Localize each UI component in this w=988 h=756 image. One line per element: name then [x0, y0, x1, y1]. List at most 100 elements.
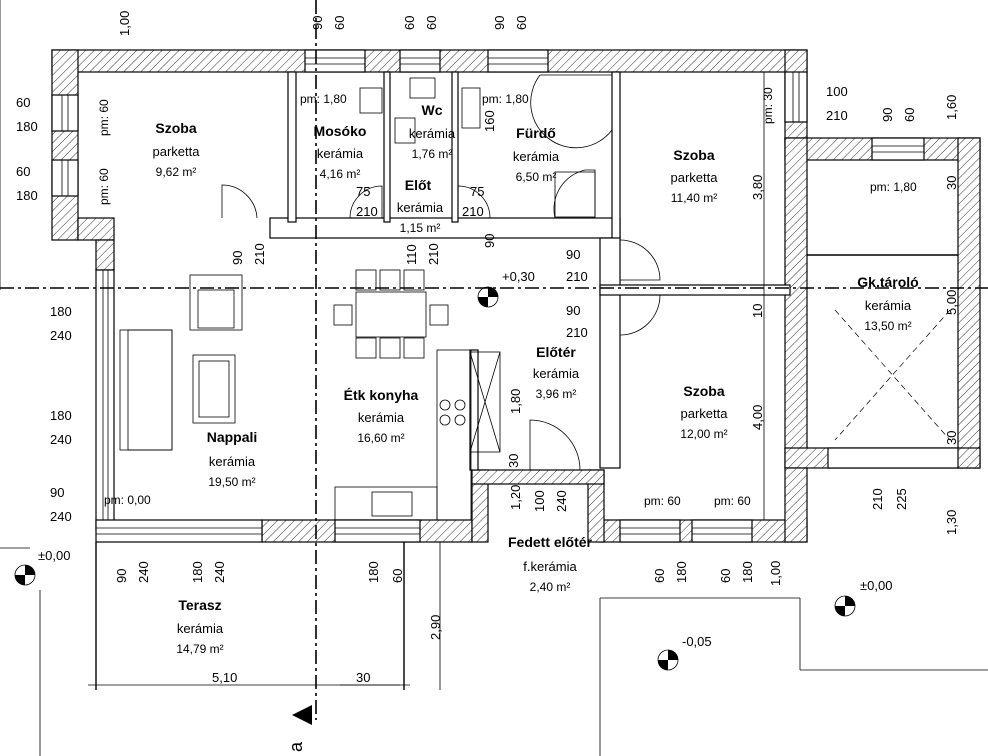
room-area: 6,50 m² — [516, 170, 557, 184]
room-area: 1,15 m² — [400, 221, 441, 235]
dimension: 30 — [944, 176, 959, 190]
dimension: 1,80 — [508, 389, 523, 414]
room-szoba-se: Szoba parketta 12,00 m² — [680, 383, 728, 441]
dimension: 60 — [390, 569, 405, 583]
dimension: 1,30 — [944, 510, 959, 535]
dimension: 60 — [424, 16, 439, 30]
level-label: +0,30 — [502, 269, 535, 284]
room-name: Szoba — [683, 383, 724, 399]
room-szoba-nw: Szoba parketta 9,62 m² — [153, 120, 201, 179]
dimension: 60 — [332, 16, 347, 30]
room-area: 9,62 m² — [156, 165, 197, 179]
dimension: 180 — [50, 408, 72, 423]
dimension: 240 — [50, 509, 72, 524]
level-markers — [14, 286, 856, 725]
room-name: Előtér — [536, 344, 576, 360]
room-gk-tarolo: Gk.tároló kerámia 13,50 m² — [857, 274, 918, 333]
room-name: Wc — [422, 102, 443, 118]
dimension: 240 — [136, 561, 151, 583]
dimension: 90 — [566, 303, 580, 318]
room-name: Mosóko — [314, 123, 367, 139]
dimension: 180 — [16, 188, 38, 203]
dimension: 1,20 — [508, 485, 523, 510]
dimension: 180 — [50, 304, 72, 319]
dimension: 60 — [16, 95, 30, 110]
room-material: f.kerámia — [523, 559, 577, 574]
room-name: Gk.tároló — [857, 274, 918, 290]
dimension: 110 — [404, 244, 419, 265]
dimension: 180 — [190, 561, 205, 583]
room-area: 1,76 m² — [412, 147, 453, 161]
dimension: 240 — [50, 328, 72, 343]
room-eloter-small: Előt kerámia 1,15 m² — [397, 177, 444, 235]
dimension: 30 — [356, 670, 370, 685]
room-furdo: Fürdő kerámia 6,50 m² — [513, 125, 560, 184]
dimension: 90 — [482, 234, 497, 248]
dimension: 60 — [718, 569, 733, 583]
dimension: 4,00 — [750, 405, 765, 430]
dimension: 100 — [532, 490, 547, 512]
dimension: 1,00 — [117, 11, 132, 36]
axis-lines — [0, 0, 988, 720]
dimension: 160 — [482, 110, 497, 132]
room-szoba-ne: Szoba parketta 11,40 m² — [671, 147, 719, 205]
dimension: 90 — [50, 485, 64, 500]
dimension: 90 — [880, 108, 895, 122]
dimension: 60 — [514, 16, 529, 30]
level-label: ±0,00 — [38, 548, 70, 563]
dimension: 90 — [310, 16, 325, 30]
dimension: 30 — [944, 431, 959, 445]
pm-label: pm: 60 — [97, 99, 111, 136]
room-area: 12,00 m² — [680, 427, 727, 441]
room-area: 2,40 m² — [530, 580, 571, 594]
dimension: 1,00 — [768, 561, 783, 586]
pm-label: pm: 60 — [644, 494, 681, 508]
pm-label: pm: 60 — [97, 168, 111, 205]
room-area: 19,50 m² — [208, 475, 255, 489]
room-wc: Wc kerámia 1,76 m² — [409, 102, 456, 161]
room-material: kerámia — [209, 454, 256, 469]
room-material: parketta — [671, 170, 719, 185]
dimension: 5,00 — [944, 290, 959, 315]
room-material: kerámia — [533, 366, 580, 381]
parapet-labels: pm: 60 pm: 60 pm: 1,80 pm: 1,80 pm: 1,80… — [97, 87, 917, 508]
dimension: 210 — [826, 108, 848, 123]
level-label: -0,05 — [682, 634, 712, 649]
dimension: 240 — [212, 561, 227, 583]
room-area: 11,40 m² — [671, 191, 717, 205]
room-material: kerámia — [177, 621, 224, 636]
dimension: 90 — [492, 16, 507, 30]
room-eloter: Előtér kerámia 3,96 m² — [533, 344, 580, 401]
dimension: 180 — [366, 561, 381, 583]
dimension: 210 — [462, 204, 484, 219]
room-name: Terasz — [178, 597, 221, 613]
dimension: 5,10 — [212, 670, 237, 685]
room-material: kerámia — [865, 298, 912, 313]
level-labels: +0,30 ±0,00 ±0,00 -0,05 a — [38, 269, 892, 752]
dimension: 75 — [356, 184, 370, 199]
dimension: 75 — [470, 184, 484, 199]
room-name: Szoba — [673, 147, 714, 163]
furniture — [119, 74, 613, 521]
room-material: kerámia — [397, 200, 444, 215]
pm-label: pm: 0,00 — [104, 493, 151, 507]
room-material: kerámia — [409, 126, 456, 141]
pm-label: pm: 1,80 — [870, 180, 917, 194]
dimension: 1,60 — [944, 95, 959, 120]
dimension: 90 — [230, 251, 245, 265]
room-name: Előt — [405, 177, 432, 193]
dimension: 225 — [894, 488, 909, 510]
room-terasz: Terasz kerámia 14,79 m² — [176, 597, 224, 656]
windows — [51, 49, 925, 543]
room-name: Szoba — [155, 120, 196, 136]
dimension: 60 — [652, 569, 667, 583]
room-material: parketta — [681, 406, 729, 421]
room-fedett-eloter: Fedett előtér f.kerámia 2,40 m² — [508, 534, 593, 594]
dimension: 90 — [114, 569, 129, 583]
dimension: 180 — [674, 561, 689, 583]
room-material: parketta — [153, 144, 201, 159]
pm-label: pm: 60 — [714, 494, 751, 508]
dimension: 90 — [566, 247, 580, 262]
room-area: 14,79 m² — [176, 642, 223, 656]
